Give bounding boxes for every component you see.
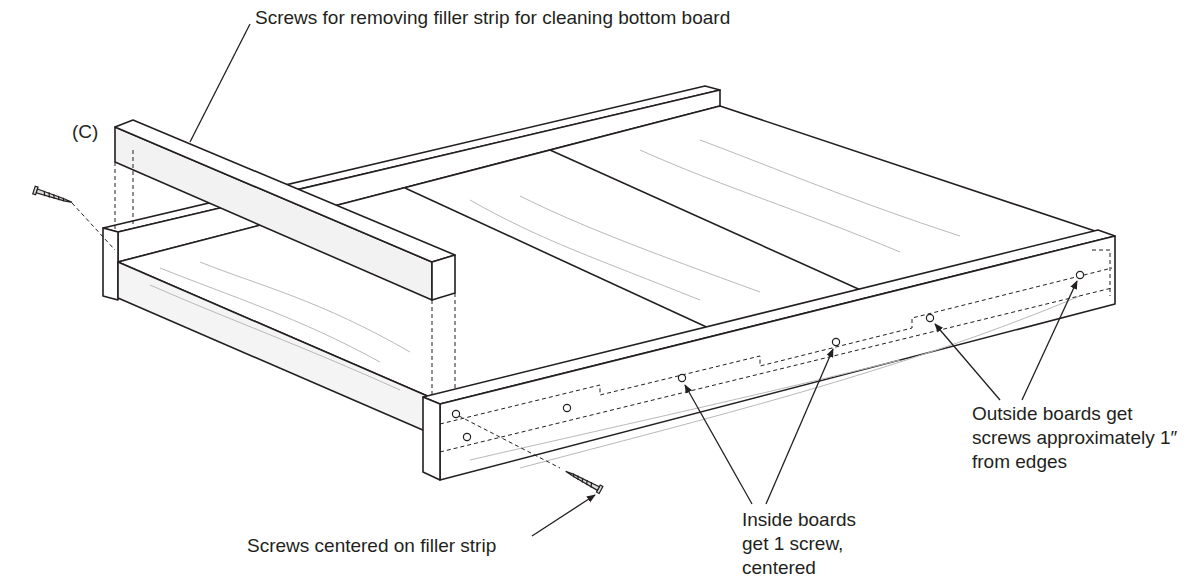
board-seam	[550, 150, 905, 310]
wood-grain	[470, 360, 900, 460]
front-rail-end	[423, 397, 440, 480]
board-seam	[405, 188, 752, 348]
screw-thread	[572, 473, 594, 488]
leader-line	[190, 24, 250, 142]
screw-head	[563, 404, 570, 411]
hidden-board-line	[440, 268, 1112, 424]
screw-head	[1076, 271, 1083, 278]
leader-arrow	[685, 385, 752, 504]
screw-head	[926, 314, 933, 321]
screw-shank	[36, 189, 72, 204]
screw-head	[463, 433, 470, 440]
back-rail-end	[103, 228, 118, 300]
leader-arrow	[935, 324, 1000, 400]
screw-head	[678, 374, 685, 381]
screw-path	[72, 203, 115, 250]
placement-line	[432, 300, 433, 396]
filler-strip-top	[115, 120, 455, 262]
filler-strip-side	[115, 127, 432, 300]
part-letter: (C)	[72, 120, 98, 144]
screw	[33, 186, 74, 206]
screw	[564, 468, 603, 494]
callout-note: Screws centered on filler strip	[247, 534, 496, 558]
placement-line	[455, 293, 456, 390]
screw-head	[832, 338, 839, 345]
filler-strip-end	[432, 255, 455, 300]
wood-grain	[700, 140, 960, 236]
hidden-board-line	[1092, 250, 1110, 296]
callout-note: Inside boards get 1 screw, centered	[742, 508, 882, 580]
placement-line	[115, 162, 116, 232]
wood-grain	[470, 200, 700, 300]
bottom-board-edge	[118, 262, 432, 434]
callout-note: Outside boards get screws approximately …	[972, 402, 1187, 474]
leader-arrow	[766, 349, 833, 504]
screw-path	[459, 416, 560, 468]
leader-arrow	[1022, 281, 1077, 400]
wood-grain	[520, 196, 760, 292]
leader-arrow	[532, 495, 595, 536]
screw-head	[452, 410, 459, 417]
screw-thread	[43, 191, 65, 203]
screw-shank	[565, 469, 600, 490]
wood-grain	[150, 285, 400, 390]
placement-line	[133, 150, 134, 226]
callout-note: Screws for removing filler strip for cle…	[255, 6, 730, 30]
wood-grain	[160, 268, 380, 362]
